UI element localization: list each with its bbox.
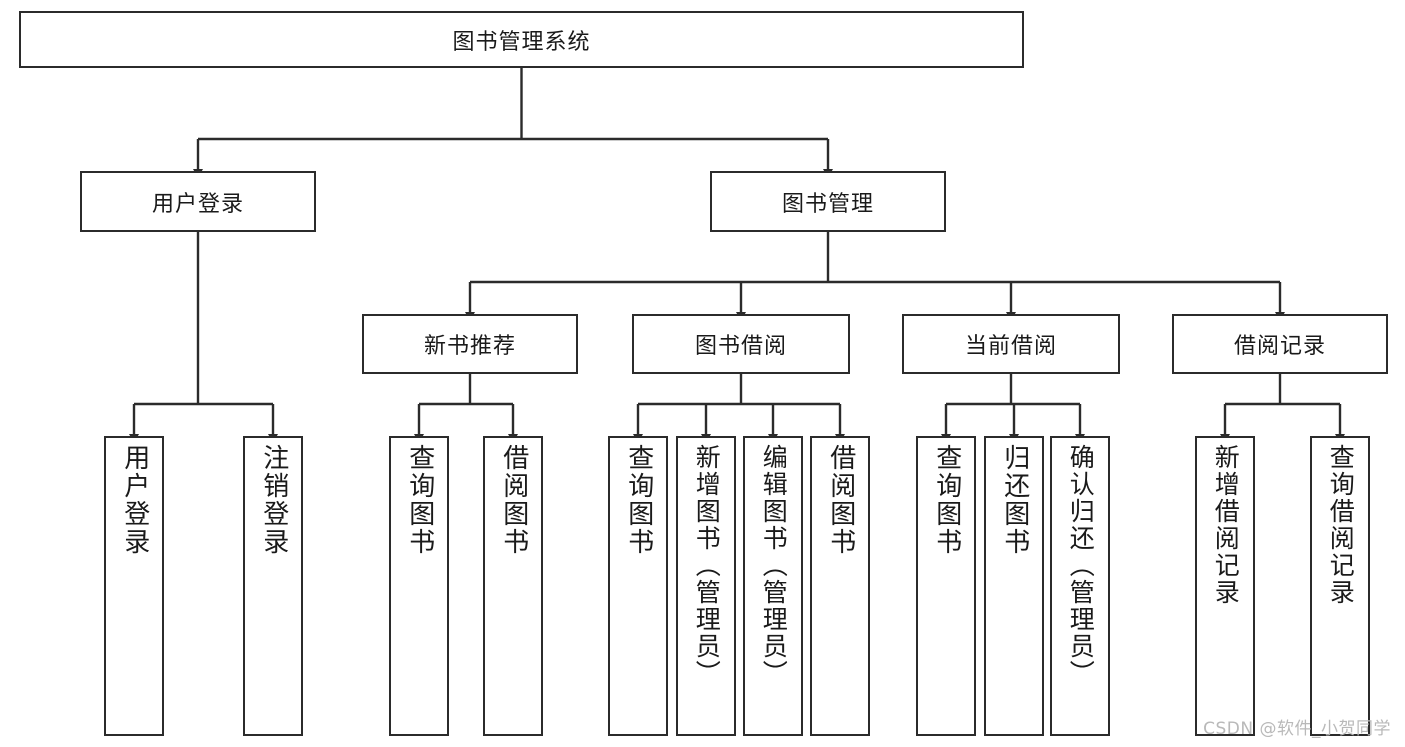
node-leaf-confirm-return[interactable]: 确认归还（管理员） xyxy=(1050,436,1110,736)
watermark-label: CSDN @软件_小贺同学 xyxy=(1203,719,1391,739)
node-label: 新增图书（管理员） xyxy=(692,444,722,687)
node-label: 查询图书 xyxy=(931,444,962,556)
node-label: 图书管理 xyxy=(781,191,874,217)
node-label: 借阅记录 xyxy=(1233,334,1326,359)
node-label: 新书推荐 xyxy=(423,334,516,359)
node-label: 查询图书 xyxy=(404,444,435,556)
node-label: 注销登录 xyxy=(258,444,289,556)
node-label: 确认归还（管理员） xyxy=(1066,444,1096,687)
node-leaf-query-book-3[interactable]: 查询图书 xyxy=(916,436,976,736)
node-leaf-add-book[interactable]: 新增图书（管理员） xyxy=(676,436,736,736)
node-book-manage[interactable]: 图书管理 xyxy=(710,171,946,232)
node-label: 借阅图书 xyxy=(825,444,856,556)
node-label: 新增借阅记录 xyxy=(1211,444,1241,606)
node-label: 当前借阅 xyxy=(964,334,1057,359)
node-label: 查询借阅记录 xyxy=(1326,444,1356,606)
node-book-borrow[interactable]: 图书借阅 xyxy=(632,314,850,374)
node-leaf-add-record[interactable]: 新增借阅记录 xyxy=(1195,436,1255,736)
node-new-book-rec[interactable]: 新书推荐 xyxy=(362,314,578,374)
node-leaf-borrow-book-1[interactable]: 借阅图书 xyxy=(483,436,543,736)
node-leaf-user-login[interactable]: 用户登录 xyxy=(104,436,164,736)
node-label: 借阅图书 xyxy=(498,444,529,556)
node-leaf-query-record[interactable]: 查询借阅记录 xyxy=(1310,436,1370,736)
node-current-borrow[interactable]: 当前借阅 xyxy=(902,314,1120,374)
node-label: 图书管理系统 xyxy=(452,29,591,55)
node-label: 用户登录 xyxy=(151,191,244,217)
node-leaf-query-book-2[interactable]: 查询图书 xyxy=(608,436,668,736)
node-borrow-record[interactable]: 借阅记录 xyxy=(1172,314,1388,374)
node-label: 编辑图书（管理员） xyxy=(759,444,789,687)
node-label: 查询图书 xyxy=(623,444,654,556)
node-leaf-logout[interactable]: 注销登录 xyxy=(243,436,303,736)
node-leaf-edit-book[interactable]: 编辑图书（管理员） xyxy=(743,436,803,736)
node-leaf-return-book[interactable]: 归还图书 xyxy=(984,436,1044,736)
node-user-login[interactable]: 用户登录 xyxy=(80,171,316,232)
node-label: 归还图书 xyxy=(999,444,1030,556)
node-leaf-query-book-1[interactable]: 查询图书 xyxy=(389,436,449,736)
node-leaf-borrow-book-2[interactable]: 借阅图书 xyxy=(810,436,870,736)
node-label: 用户登录 xyxy=(119,444,150,556)
node-root[interactable]: 图书管理系统 xyxy=(19,11,1024,68)
node-label: 图书借阅 xyxy=(694,334,787,359)
